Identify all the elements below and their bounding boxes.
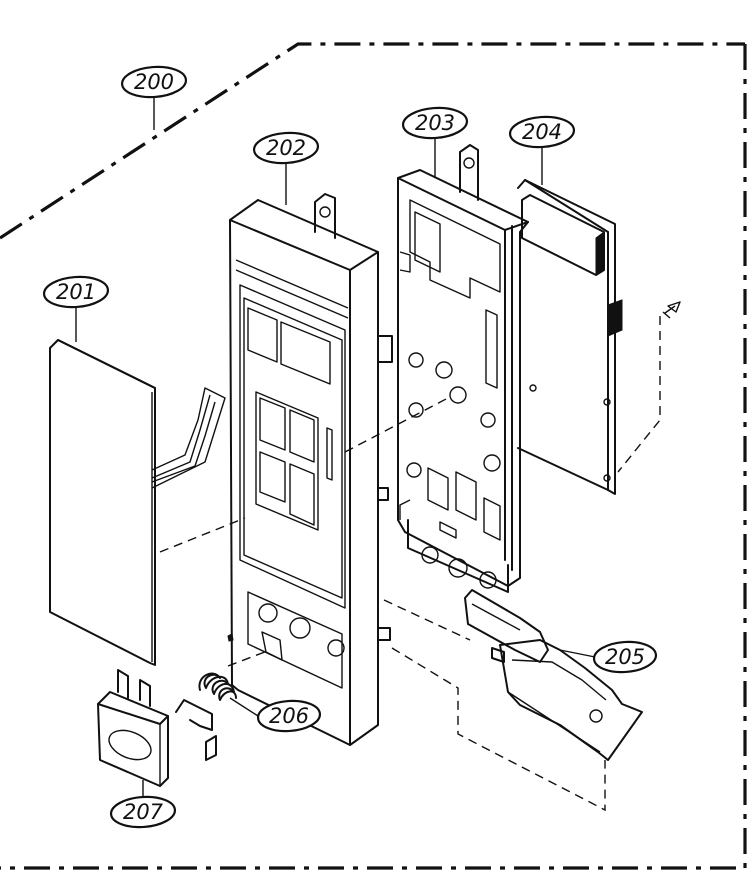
callout-204-label: 204 (522, 120, 562, 144)
callout-206-label: 206 (269, 704, 309, 728)
callout-202: 202 (252, 131, 320, 165)
callout-201: 201 (42, 275, 110, 309)
callout-201-label: 201 (56, 280, 96, 304)
part-207-push-button (97, 669, 217, 787)
callout-206: 206 (256, 699, 322, 733)
callout-200: 200 (120, 65, 188, 99)
part-204-pcb (517, 179, 681, 495)
part-203-pcb-bracket (397, 144, 529, 593)
callout-207-label: 207 (123, 800, 164, 824)
callout-207: 207 (109, 795, 177, 829)
callout-leaders (75, 96, 596, 798)
callout-204: 204 (508, 115, 576, 149)
assembly-boundary (0, 42, 747, 870)
callout-205: 205 (592, 640, 658, 674)
callout-205-label: 205 (605, 645, 645, 669)
callout-202-label: 202 (266, 136, 306, 160)
callout-203: 203 (401, 106, 469, 140)
assembly-guide-lines (159, 316, 661, 812)
callout-200-label: 200 (134, 70, 174, 94)
callout-203-label: 203 (415, 111, 455, 135)
part-202-control-panel-frame (227, 193, 393, 746)
part-201-keypad-membrane (49, 339, 226, 666)
part-206-spring (198, 672, 237, 701)
part-205-latch-lever (464, 589, 643, 761)
